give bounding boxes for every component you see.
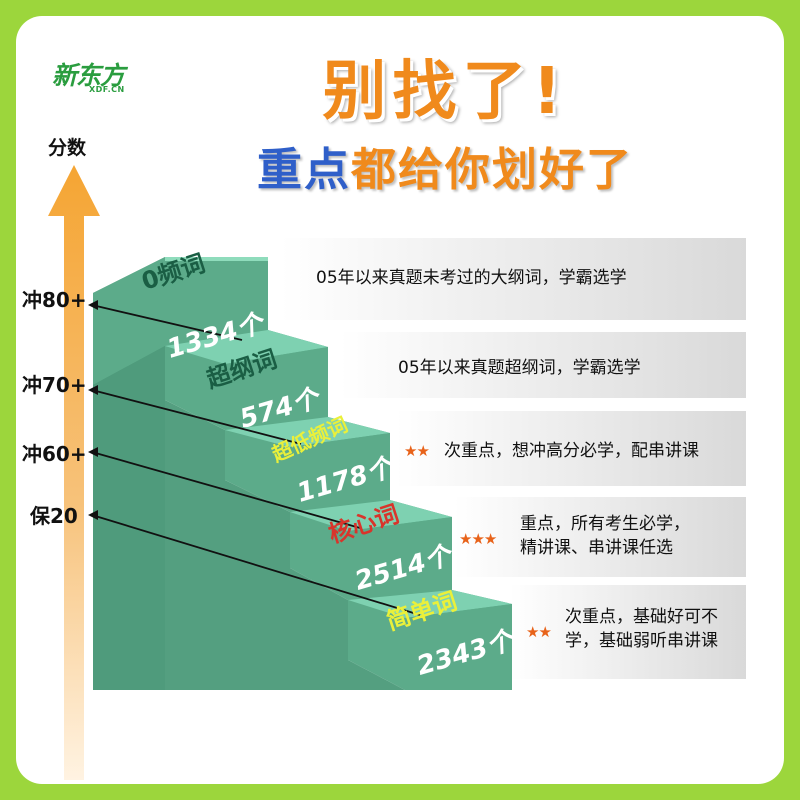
- desc-4-line-1: 重点，所有考生必学，: [520, 514, 690, 534]
- desc-band-5: [510, 585, 746, 679]
- desc-5-line-2: 学，基础弱听串讲课: [565, 631, 718, 651]
- desc-5: 次重点，基础好可不 学，基础弱听串讲课: [565, 605, 718, 653]
- headline: 别找了!: [322, 55, 568, 129]
- desc-5-line-1: 次重点，基础好可不: [565, 607, 718, 627]
- level-label-70: 冲70+: [22, 373, 87, 397]
- level-arrowheads: [88, 300, 98, 520]
- desc-4-line-2: 精讲课、串讲课任选: [520, 538, 673, 558]
- staircase: [93, 257, 512, 690]
- subheadline-rest: 都给你划好了: [351, 143, 634, 196]
- desc-band-2: [340, 332, 746, 398]
- desc-band-1: [280, 238, 746, 320]
- axis-label: 分数: [48, 137, 87, 159]
- desc-1: 05年以来真题未考过的大纲词，学霸选学: [316, 268, 627, 288]
- brand-logo: 新东方 XDF.CN: [52, 56, 125, 94]
- subheadline: 重点都给你划好了: [0, 133, 800, 198]
- desc-2: 05年以来真题超纲词，学霸选学: [398, 358, 641, 378]
- level-label-20: 保20: [30, 504, 78, 528]
- desc-3: 次重点，想冲高分必学，配串讲课: [444, 441, 699, 461]
- stars-4: ★★★: [459, 530, 497, 548]
- brand-name-en: XDF.CN: [89, 85, 125, 94]
- level-label-80: 冲80+: [22, 288, 87, 312]
- level-label-60: 冲60+: [22, 442, 87, 466]
- subheadline-highlight: 重点: [256, 143, 351, 196]
- desc-band-3: [396, 411, 746, 486]
- stars-3: ★★: [404, 442, 430, 460]
- brand-name-cn: 新东方: [52, 61, 125, 90]
- stars-5: ★★: [526, 623, 552, 641]
- desc-4: 重点，所有考生必学， 精讲课、串讲课任选: [520, 512, 690, 560]
- level-lines: [91, 304, 421, 616]
- desc-band-4: [454, 497, 746, 577]
- score-arrow: [48, 165, 100, 780]
